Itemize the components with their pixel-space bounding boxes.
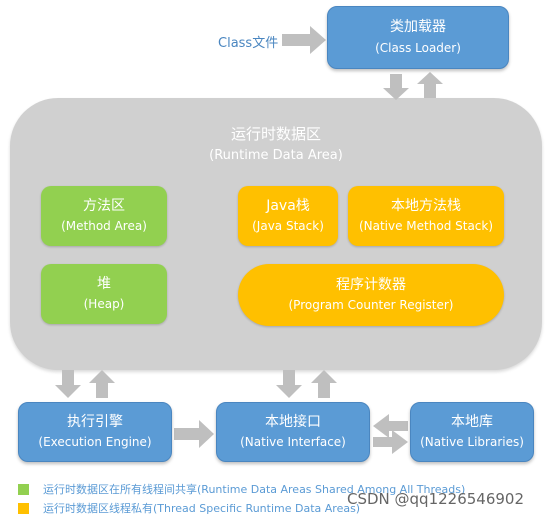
heap-title: 堆 [97, 275, 111, 292]
java-stack-subtitle: (Java Stack) [252, 219, 324, 234]
legend-swatch-shared [18, 483, 29, 495]
program-counter-subtitle: (Program Counter Register) [288, 298, 454, 313]
legend-shared: 运行时数据区在所有线程间共享(Runtime Data Areas Shared… [18, 481, 465, 497]
arrow-runtime-to-engine-down [55, 370, 81, 398]
heap-subtitle: (Heap) [83, 297, 125, 312]
class-loader-box: 类加载器 (Class Loader) [327, 6, 509, 69]
legend-text-private: 运行时数据区线程私有(Thread Specific Runtime Data … [43, 502, 361, 515]
native-interface-subtitle: (Native Interface) [240, 435, 346, 450]
method-area-title: 方法区 [83, 197, 125, 214]
runtime-title-en: (Runtime Data Area) [209, 147, 343, 163]
execution-engine-subtitle: (Execution Engine) [38, 435, 152, 450]
arrow-engine-to-runtime-up [89, 370, 115, 398]
arrow-classfile-to-loader [282, 26, 326, 54]
arrow-loader-up [417, 72, 443, 98]
arrow-engine-to-interface [174, 420, 214, 448]
class-loader-subtitle: (Class Loader) [375, 40, 461, 55]
legend-swatch-private [18, 502, 29, 514]
execution-engine-title: 执行引擎 [67, 413, 123, 430]
watermark: CSDN @qq1226546902 [347, 490, 525, 508]
class-loader-title: 类加载器 [390, 19, 446, 36]
method-area-box: 方法区 (Method Area) [41, 186, 167, 246]
class-file-label: Class文件 [218, 36, 279, 51]
runtime-title-cn: 运行时数据区 [230, 125, 321, 143]
java-stack-box: Java栈 (Java Stack) [238, 186, 338, 246]
arrow-loader-down [383, 74, 409, 100]
native-method-stack-title: 本地方法栈 [391, 197, 461, 214]
runtime-data-area-title: 运行时数据区 (Runtime Data Area) [10, 125, 542, 164]
native-interface-box: 本地接口 (Native Interface) [216, 402, 370, 462]
arrow-interface-to-libraries-right [373, 430, 408, 454]
java-stack-title: Java栈 [266, 197, 310, 214]
native-libraries-box: 本地库 (Native Libraries) [410, 402, 534, 462]
legend-private: 运行时数据区线程私有(Thread Specific Runtime Data … [18, 500, 360, 516]
arrow-libraries-to-interface-left [373, 414, 408, 438]
execution-engine-box: 执行引擎 (Execution Engine) [18, 402, 172, 462]
arrow-interface-to-runtime-up [311, 370, 337, 398]
program-counter-title: 程序计数器 [336, 276, 406, 293]
method-area-subtitle: (Method Area) [61, 219, 147, 234]
arrow-runtime-to-interface-down [276, 370, 302, 398]
native-libraries-title: 本地库 [451, 413, 493, 430]
legend-text-shared: 运行时数据区在所有线程间共享(Runtime Data Areas Shared… [43, 483, 466, 496]
native-method-stack-box: 本地方法栈 (Native Method Stack) [348, 186, 504, 246]
native-interface-title: 本地接口 [265, 413, 321, 430]
program-counter-box: 程序计数器 (Program Counter Register) [238, 264, 504, 326]
native-libraries-subtitle: (Native Libraries) [420, 435, 524, 450]
native-method-stack-subtitle: (Native Method Stack) [358, 219, 494, 234]
heap-box: 堆 (Heap) [41, 264, 167, 324]
